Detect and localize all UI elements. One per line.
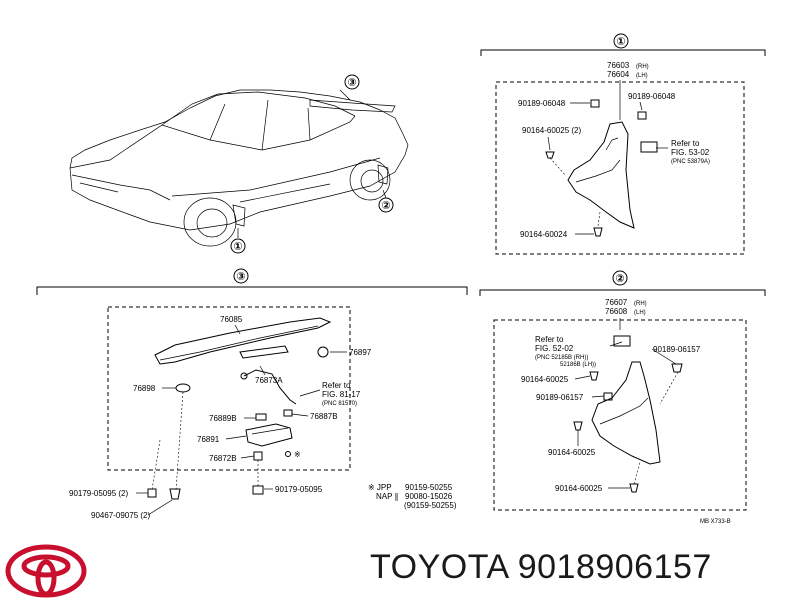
car-callout-one-label: ① (233, 241, 242, 253)
s1-part-lh-suffix: (LH) (636, 73, 648, 79)
s1-part-lh: 76604 (607, 70, 630, 79)
car-leader-three (339, 89, 351, 101)
car-callout-three: ③ (344, 74, 360, 90)
brand-caption: TOYOTA 9018906157 (370, 548, 712, 586)
section-three-box (107, 306, 351, 471)
s3-asterisk: ※ (294, 450, 301, 459)
s3-refer-fig: FIG. 81-17 (322, 390, 361, 399)
s3-spoiler: 76085 (220, 315, 243, 324)
s3-lamp-cover-shape (245, 423, 293, 447)
s3-screw-bl-shape (147, 488, 157, 498)
s3-screw-bm: 90179-05095 (275, 485, 323, 494)
s2-screw-bottom-shape (629, 483, 639, 493)
s2-refer-fig: FIG. 52-02 (535, 344, 574, 353)
section-three: ③ 76085 76897 76898 76873A Refer to FIG.… (36, 268, 468, 491)
s3-cap-right: 76897 (349, 348, 372, 357)
s3-gasket-left: 76889B (209, 414, 237, 423)
s1-mudflap (567, 121, 635, 229)
s3-gasket-right: 76887B (310, 412, 338, 421)
s1-part-rh-suffix: (RH) (636, 64, 649, 70)
s3-note-nap-marker: NAP ∥ (376, 492, 399, 501)
s2-screw-left-2: 90189-06157 (536, 393, 584, 402)
section-two-bracket (479, 289, 766, 296)
s3-note-nap-value: 90080-15026 (405, 492, 453, 501)
car-leader-two (382, 189, 387, 199)
car-illustration (69, 89, 409, 247)
s2-bracket (613, 335, 631, 347)
section-one-number: ① (616, 36, 625, 48)
s3-lamp-cover: 76891 (197, 435, 220, 444)
s1-refer-to: Refer to (671, 139, 700, 148)
s3-cap-shape (317, 346, 329, 358)
s2-screw-left-1: 90164-60025 (521, 375, 569, 384)
s3-screw-bl: 90179-05095 (2) (69, 489, 128, 498)
s1-refer-pnc: (PNC 53879A) (671, 159, 710, 165)
s1-screw-top-left: 90189-06048 (518, 99, 566, 108)
s2-part-lh-suffix: (LH) (634, 310, 646, 316)
s3-spoiler-shape (154, 317, 332, 365)
section-one-bracket (480, 49, 766, 56)
s2-screw-left-3: 90164-60025 (548, 448, 596, 457)
s1-refer-fig: FIG. 53-02 (671, 148, 710, 157)
section-two-number: ② (615, 273, 624, 285)
s2-screw-bottom: 90164-60025 (555, 484, 603, 493)
s3-note-nap-alt: (90159-50255) (404, 501, 457, 510)
s3-note-jpp-value: 90159-50255 (405, 483, 453, 492)
car-callout-two-label: ② (381, 200, 390, 212)
s2-refer-to: Refer to (535, 335, 564, 344)
section-three-bracket (36, 286, 468, 295)
s3-bottom-piece-shape (253, 451, 263, 461)
s3-lamp: 76873A (255, 376, 283, 385)
section-two-box (493, 319, 747, 511)
s2-screw-top-right-shape (671, 363, 683, 373)
s1-screw-bottom: 90164-60024 (520, 230, 568, 239)
section-two: ② 76607 (RH) 76608 (LH) Refer to FIG. 52… (479, 270, 766, 525)
s1-bracket (640, 141, 658, 153)
s1-screw-bottom-shape (593, 227, 603, 237)
s1-screw-mid: 90164-60025 (2) (522, 126, 581, 135)
s2-part-rh-suffix: (RH) (634, 301, 647, 307)
car-callout-one: ① (230, 238, 246, 254)
s3-bottom-piece: 76872B (209, 454, 237, 463)
section-three-fasteners: 90179-05095 (2) 90467-09075 (2) 90179-05… (69, 483, 457, 520)
s1-nut-right (637, 111, 647, 120)
s3-gasket-left-shape (255, 413, 267, 421)
section-three-number: ③ (236, 271, 245, 283)
s2-part-lh: 76608 (605, 307, 628, 316)
s2-screw-top-right: 90189-06157 (653, 345, 701, 354)
car-callout-two: ② (378, 197, 394, 213)
s2-screw-left-3-shape (573, 421, 583, 431)
s1-screw-top-right: 90189-06048 (628, 92, 676, 101)
s3-lamp-bar (239, 345, 289, 359)
s2-screw-left-1-shape (589, 371, 599, 381)
s3-screw-bm-shape (252, 485, 264, 495)
s1-part-rh: 76603 (607, 61, 630, 70)
s3-clip-bl-shape (169, 488, 181, 500)
s3-bracket-left: 76898 (133, 384, 156, 393)
s3-refer-to: Refer to (322, 381, 351, 390)
s3-refer-pnc: (PNC 81570) (322, 401, 357, 407)
s3-wiring (243, 369, 297, 405)
s2-code: MB X733-B (700, 519, 731, 525)
s1-nut-left (590, 99, 600, 108)
s2-refer-pnc-2: 52186B (LH)) (560, 362, 596, 368)
section-one: ① 76603 (RH) 76604 (LH) 90189-06048 9018… (480, 33, 766, 255)
s3-gasket-right-shape (283, 409, 293, 417)
s3-bracket-shape (175, 383, 191, 393)
s2-refer-pnc-1: (PNC 52185B (RH)) (535, 355, 588, 361)
s3-note-jpp-marker: ※ JPP (368, 483, 392, 492)
s2-mudflap (591, 361, 661, 465)
s1-screw-mid-shape (545, 151, 555, 159)
toyota-emblem (5, 544, 87, 598)
car-callout-three-label: ③ (347, 77, 356, 89)
s3-clip-bl: 90467-09075 (2) (91, 511, 150, 520)
s2-part-rh: 76607 (605, 298, 628, 307)
